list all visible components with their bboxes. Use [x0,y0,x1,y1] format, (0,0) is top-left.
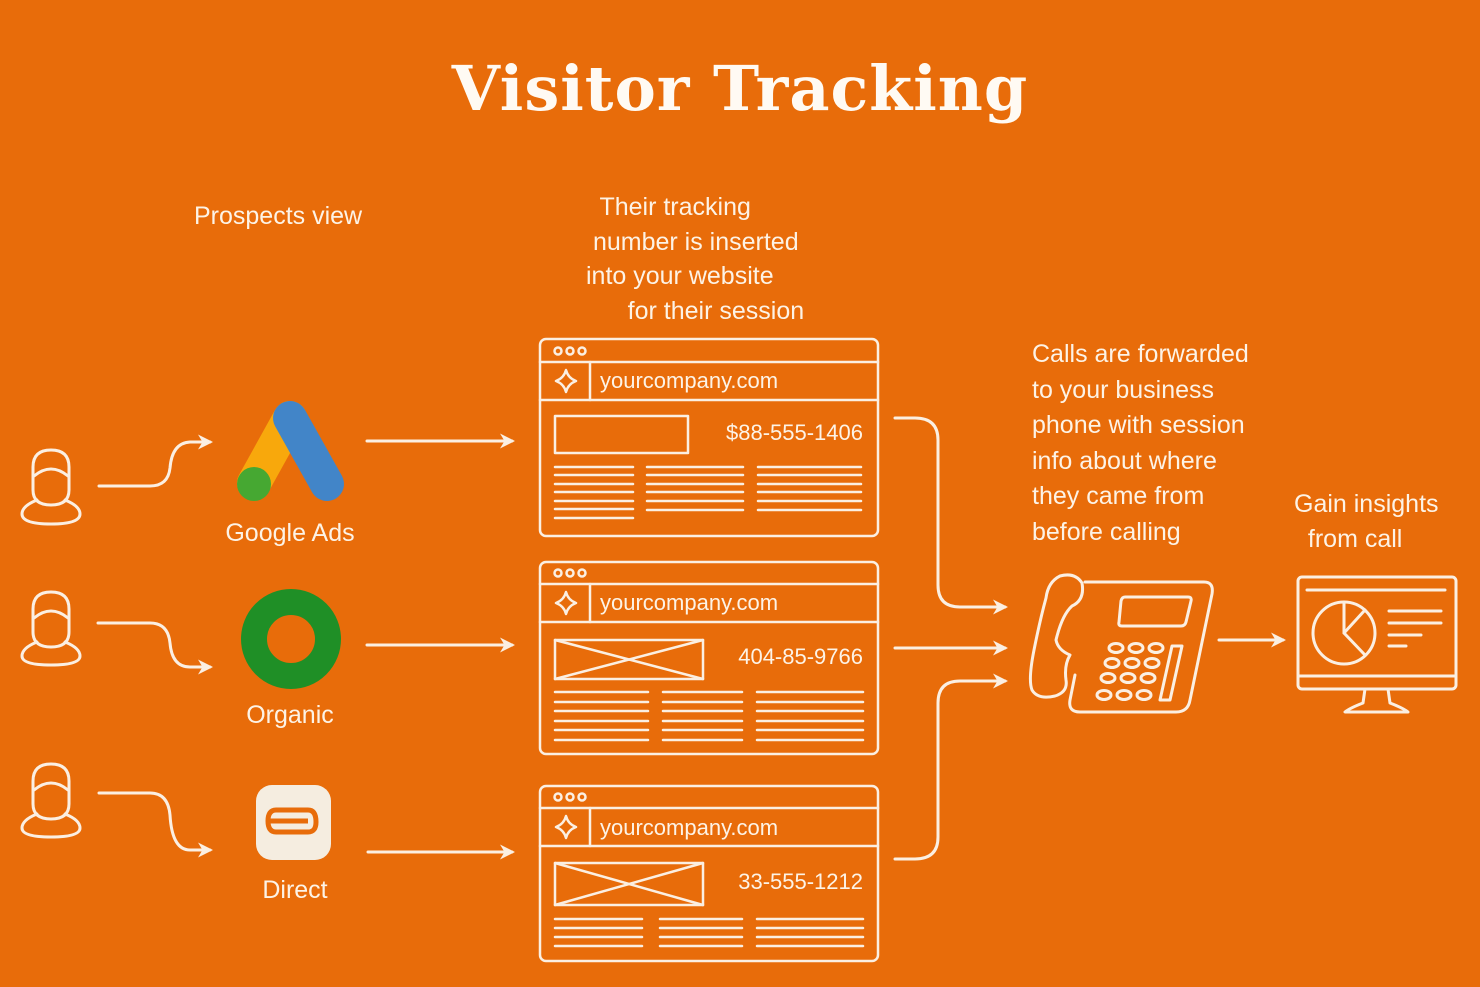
desk-phone-icon [1028,573,1214,714]
tracking-phone-number: 404-85-9766 [738,644,863,669]
website-mockup [538,784,880,963]
source-label-google-ads: Google Ads [225,519,355,547]
website-url: yourcompany.com [600,590,778,615]
arrow-website1-to-phone [893,416,1008,615]
person-icon [20,590,82,667]
page-title: Visitor Tracking [451,52,1029,125]
source-label-direct: Direct [262,876,328,904]
tracking-caption: Their tracking number is inserted into y… [586,193,805,325]
prospects-caption: Prospects view [194,202,363,230]
arrow-person-to-direct [97,791,213,858]
arrow-website3-to-phone [893,673,1008,861]
person-icon [20,762,82,839]
arrow-person-to-organic [96,621,213,675]
google-ads-icon [237,401,344,501]
website-mockup [538,560,880,756]
direct-app-icon [256,785,331,860]
insights-caption: Gain insights from call [1294,490,1439,553]
website-url: yourcompany.com [600,815,778,840]
website-mockup [538,337,880,538]
arrow-person-to-google-ads [97,434,213,488]
person-icon [20,448,82,526]
tracking-phone-number: $88-555-1406 [726,420,863,445]
organic-ring-icon [241,589,341,689]
forwarding-caption: Calls are forwarded to your business pho… [1032,340,1249,546]
tracking-phone-number: 33-555-1212 [738,869,863,894]
analytics-monitor-icon [1296,575,1458,714]
website-url: yourcompany.com [600,368,778,393]
source-label-organic: Organic [246,701,334,729]
